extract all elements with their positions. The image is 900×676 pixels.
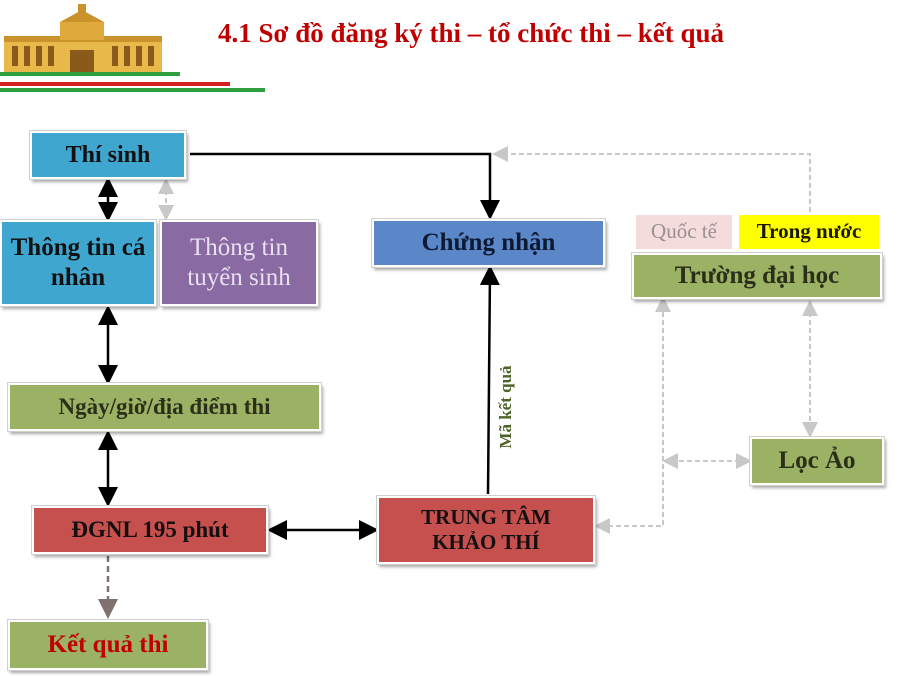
node-loc-ao-label: Lọc Ảo <box>778 447 856 474</box>
node-truong-dai-hoc: Trường đại học <box>631 252 883 300</box>
node-thong-tin-ca-nhan: Thông tin cá nhân <box>0 219 157 307</box>
page-title: 4.1 Sơ đồ đăng ký thi – tổ chức thi – kế… <box>218 18 724 48</box>
node-loc-ao: Lọc Ảo <box>749 436 885 486</box>
node-chung-nhan: Chứng nhận <box>371 218 606 268</box>
node-ket-qua: Kết quả thi <box>7 619 209 671</box>
arrow-thisinh-chungnhan <box>190 152 500 220</box>
node-trong-nuoc-label: Trong nước <box>756 219 862 244</box>
node-thong-tin-tuyen-sinh: Thông tin tuyển sinh <box>159 219 319 307</box>
node-trung-tam-khao-thi: TRUNG TÂM KHẢO THÍ <box>376 495 596 565</box>
node-quoc-te-label: Quốc tế <box>651 219 717 244</box>
node-dgnl-label: ĐGNL 195 phút <box>71 517 229 543</box>
node-thi-sinh: Thí sinh <box>29 130 187 180</box>
node-ket-qua-label: Kết quả thi <box>47 631 169 658</box>
edge-label-ma-ket-qua: Mã kết quả <box>496 365 515 449</box>
node-ngay-gio: Ngày/giờ/địa điểm thi <box>7 382 322 432</box>
arrow-truong-chungnhan <box>492 146 811 212</box>
node-quoc-te: Quốc tế <box>634 213 734 251</box>
node-ngay-gio-label: Ngày/giờ/địa điểm thi <box>58 394 271 420</box>
node-thi-sinh-label: Thí sinh <box>65 141 151 168</box>
node-thong-tin-ca-nhan-label: Thông tin cá nhân <box>10 234 146 291</box>
node-thong-tin-tuyen-sinh-label: Thông tin tuyển sinh <box>187 234 291 291</box>
node-chung-nhan-label: Chứng nhận <box>421 229 556 256</box>
node-trung-tam-label: TRUNG TÂM KHẢO THÍ <box>421 504 551 554</box>
node-trong-nuoc: Trong nước <box>737 213 881 251</box>
university-logo <box>0 4 265 92</box>
node-truong-dai-hoc-label: Trường đại học <box>674 262 840 289</box>
arrow-trungtam-chungnhan <box>479 265 500 495</box>
node-dgnl: ĐGNL 195 phút <box>31 505 269 555</box>
arrow-truong-trungtam <box>594 304 664 534</box>
